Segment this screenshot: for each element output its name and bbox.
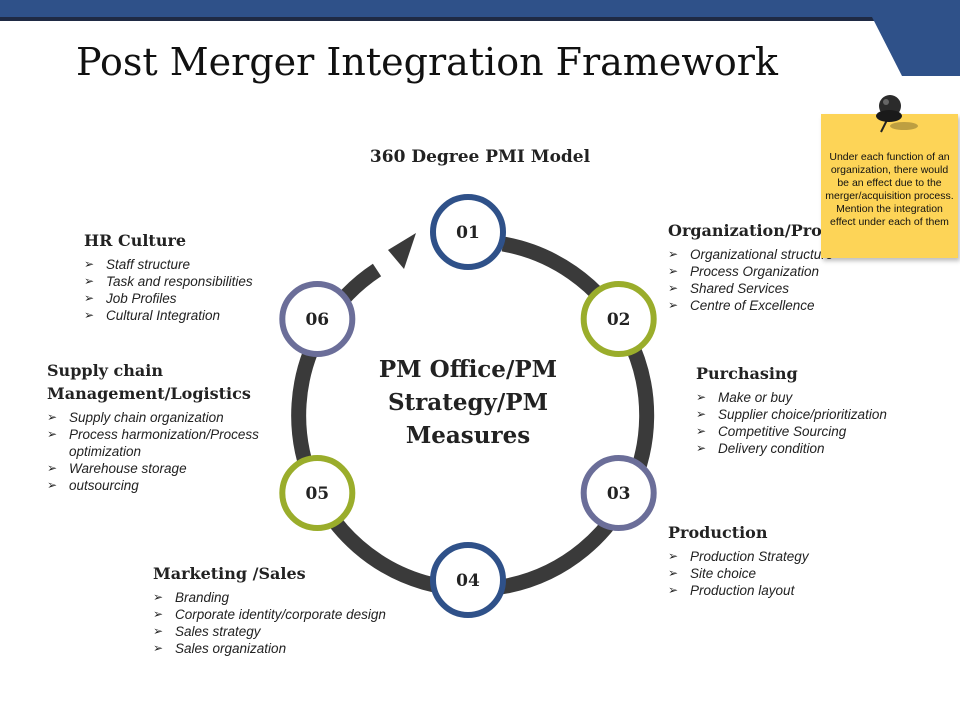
node-number: 02 bbox=[607, 310, 631, 330]
sticky-note: Under each function of an organization, … bbox=[821, 114, 958, 258]
list-item: ➢Supplier choice/prioritization bbox=[696, 407, 887, 422]
arrow-bullet-icon: ➢ bbox=[668, 583, 679, 597]
list-item: ➢Warehouse storage bbox=[47, 461, 187, 476]
list-item: ➢Process Organization bbox=[668, 264, 820, 279]
arrow-bullet-icon: ➢ bbox=[84, 291, 95, 305]
note-text: Under each function of an organization, … bbox=[825, 151, 954, 228]
cycle-arrowhead bbox=[388, 233, 416, 269]
section-purchasing: Purchasing ➢Make or buy ➢Supplier choice… bbox=[696, 362, 926, 457]
section-production: Production ➢Production Strategy ➢Site ch… bbox=[668, 521, 868, 599]
node-number: 06 bbox=[305, 310, 329, 330]
arrow-bullet-icon: ➢ bbox=[153, 641, 164, 655]
list-item: ➢Production layout bbox=[668, 583, 795, 598]
list-item: ➢Task and responsibilities bbox=[84, 274, 253, 289]
node-circle bbox=[580, 281, 657, 357]
cycle-node-01: 01 bbox=[430, 194, 506, 270]
page-title: Post Merger Integration Framework bbox=[76, 40, 778, 84]
arrow-bullet-icon: ➢ bbox=[84, 274, 95, 288]
arrow-bullet-icon: ➢ bbox=[47, 461, 58, 475]
section-hr-culture: HR Culture ➢Staff structure ➢Task and re… bbox=[84, 229, 284, 324]
arrow-bullet-icon: ➢ bbox=[84, 257, 95, 271]
node-circle bbox=[430, 542, 506, 618]
node-number: 03 bbox=[607, 484, 631, 504]
section-heading: HR Culture bbox=[84, 231, 187, 250]
corner-accent bbox=[872, 17, 960, 76]
list-item: ➢Competitive Sourcing bbox=[696, 424, 847, 439]
center-label: PM Office/PM Strategy/PM Measures bbox=[378, 356, 558, 449]
list-item: ➢Sales strategy bbox=[153, 624, 261, 639]
section-heading: Marketing /Sales bbox=[153, 564, 306, 583]
node-circle bbox=[430, 194, 506, 270]
arrow-bullet-icon: ➢ bbox=[47, 478, 58, 492]
arrow-bullet-icon: ➢ bbox=[668, 298, 679, 312]
list-item: ➢Cultural Integration bbox=[84, 308, 221, 323]
arrow-bullet-icon: ➢ bbox=[668, 281, 679, 295]
cycle-node-05: 05 bbox=[279, 455, 356, 531]
subtitle-text: 360 Degree PMI Model bbox=[369, 147, 591, 167]
pushpin-icon bbox=[876, 95, 918, 133]
section-list: ➢Supply chain organization ➢Process harm… bbox=[47, 409, 279, 494]
list-item: ➢Delivery condition bbox=[696, 441, 825, 456]
list-item: ➢outsourcing bbox=[47, 478, 139, 493]
header-bar bbox=[0, 0, 960, 17]
list-item: ➢Centre of Excellence bbox=[668, 298, 815, 313]
arrow-bullet-icon: ➢ bbox=[153, 624, 164, 638]
cycle-node-02: 02 bbox=[580, 281, 657, 357]
arrow-bullet-icon: ➢ bbox=[84, 308, 95, 322]
section-heading: Purchasing bbox=[696, 364, 798, 383]
list-item: ➢Site choice bbox=[668, 566, 757, 581]
node-number: 04 bbox=[456, 571, 480, 591]
list-item: ➢Production Strategy bbox=[668, 549, 809, 564]
list-item: ➢Job Profiles bbox=[84, 291, 177, 306]
arrow-bullet-icon: ➢ bbox=[696, 407, 707, 421]
arrow-bullet-icon: ➢ bbox=[47, 410, 58, 424]
arrow-bullet-icon: ➢ bbox=[696, 424, 707, 438]
cycle-node-04: 04 bbox=[430, 542, 506, 618]
section-list: ➢Make or buy ➢Supplier choice/prioritiza… bbox=[696, 389, 926, 457]
section-heading: Production bbox=[668, 523, 768, 542]
diagram-subtitle: 360 Degree PMI Model bbox=[0, 147, 960, 167]
list-item: ➢Make or buy bbox=[696, 390, 793, 405]
header-line bbox=[0, 17, 880, 21]
arrow-bullet-icon: ➢ bbox=[696, 390, 707, 404]
arrow-bullet-icon: ➢ bbox=[668, 566, 679, 580]
node-circle bbox=[279, 455, 356, 531]
section-list: ➢Organizational structure ➢Process Organ… bbox=[668, 246, 868, 314]
arrow-bullet-icon: ➢ bbox=[668, 549, 679, 563]
arrow-bullet-icon: ➢ bbox=[153, 607, 164, 621]
section-list: ➢Production Strategy ➢Site choice ➢Produ… bbox=[668, 548, 868, 599]
arrow-bullet-icon: ➢ bbox=[668, 247, 679, 261]
list-item: ➢Organizational structure bbox=[668, 247, 834, 262]
list-item: ➢Supply chain organization bbox=[47, 410, 224, 425]
node-circle bbox=[279, 281, 356, 357]
cycle-node-06: 06 bbox=[279, 281, 356, 357]
list-item: ➢Branding bbox=[153, 590, 230, 605]
node-circle bbox=[580, 455, 657, 531]
arrow-bullet-icon: ➢ bbox=[47, 427, 58, 441]
arrow-bullet-icon: ➢ bbox=[668, 264, 679, 278]
node-number: 01 bbox=[456, 223, 480, 243]
nodes-layer: 01 02 03 04 05 06 bbox=[279, 194, 657, 618]
section-list: ➢Branding ➢Corporate identity/corporate … bbox=[153, 589, 413, 657]
section-heading: Organization/Pro bbox=[668, 221, 822, 240]
list-item: ➢Process harmonization/Process optimizat… bbox=[47, 427, 259, 459]
node-number: 05 bbox=[305, 484, 329, 504]
list-item: ➢Shared Services bbox=[668, 281, 790, 296]
list-item: ➢Staff structure bbox=[84, 257, 191, 272]
list-item: ➢Corporate identity/corporate design bbox=[153, 607, 386, 622]
list-item: ➢Sales organization bbox=[153, 641, 287, 656]
section-marketing: Marketing /Sales ➢Branding ➢Corporate id… bbox=[153, 562, 413, 657]
arrow-bullet-icon: ➢ bbox=[153, 590, 164, 604]
section-organization: Organization/Pro ➢Organizational structu… bbox=[668, 219, 868, 314]
arrow-bullet-icon: ➢ bbox=[696, 441, 707, 455]
section-list: ➢Staff structure ➢Task and responsibilit… bbox=[84, 256, 284, 324]
cycle-node-03: 03 bbox=[580, 455, 657, 531]
